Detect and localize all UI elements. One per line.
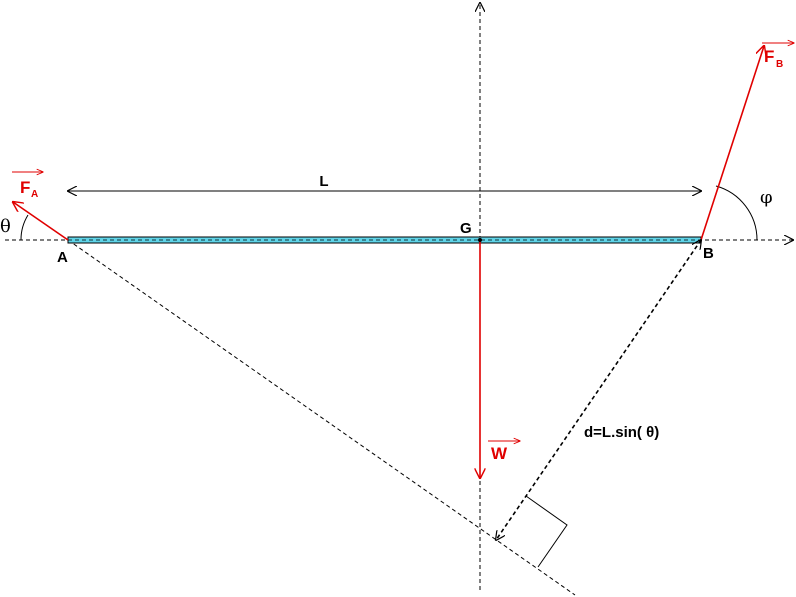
- point-a-label: A: [57, 249, 68, 266]
- diagonal-line-of-action: [67, 239, 576, 596]
- point-g-label: G: [460, 220, 472, 237]
- theta-label: θ: [0, 216, 11, 237]
- phi-label: φ: [760, 187, 773, 208]
- phi-arc: [715, 185, 758, 241]
- point-b-label: B: [703, 245, 714, 262]
- weight-label: W: [491, 444, 508, 463]
- distance-label: d=L.sin( θ): [584, 424, 659, 441]
- force-b-arrow: [700, 46, 764, 241]
- force-b-label: F: [764, 47, 774, 66]
- length-label: L: [319, 173, 328, 190]
- center-of-gravity-point: [478, 238, 482, 242]
- force-a-subscript: A: [31, 189, 38, 200]
- right-angle-marker: [525, 495, 568, 568]
- distance-dimension: [496, 240, 701, 540]
- force-a-arrow: [13, 202, 69, 241]
- theta-arc: [20, 214, 29, 241]
- force-b-subscript: B: [776, 59, 783, 70]
- force-a-label: F: [20, 178, 30, 197]
